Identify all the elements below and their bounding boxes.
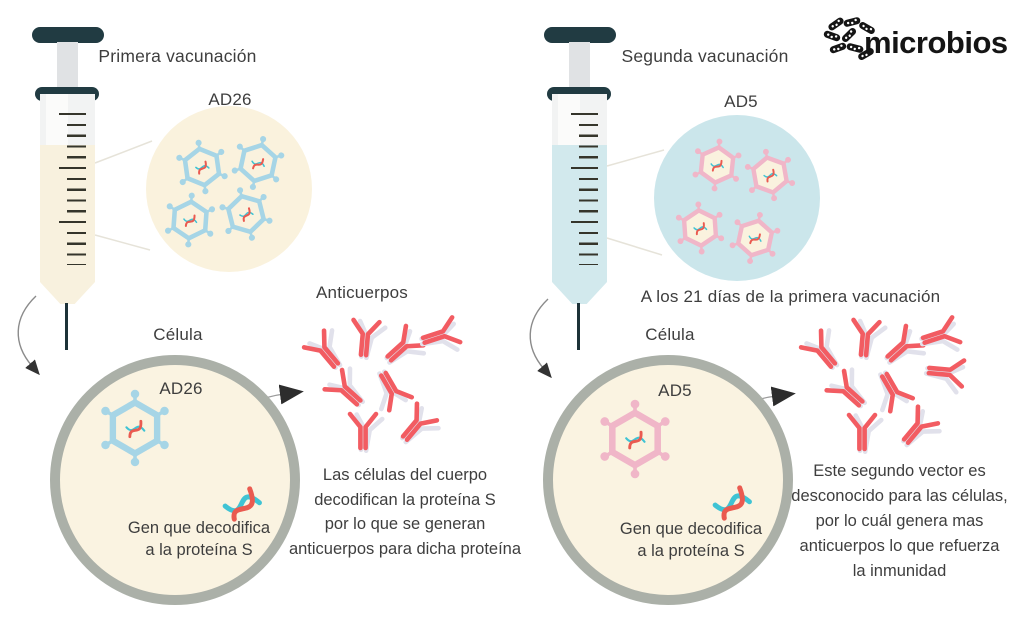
timing-note: A los 21 días de la primera vacunación bbox=[640, 287, 941, 306]
syringe-plunger-handle bbox=[32, 27, 104, 43]
description-right: Este segundo vector es desconocido para … bbox=[791, 462, 1008, 580]
cell-right: AD5 Gen que decodifica a la proteína S bbox=[543, 355, 793, 605]
microbios-logo: microbios bbox=[820, 12, 1024, 68]
barrel-ticks-long bbox=[571, 113, 598, 265]
ad5-cell-label: AD5 bbox=[658, 381, 692, 400]
antibodies-label: Anticuerpos bbox=[316, 283, 408, 302]
adenovirus-ad5-icon bbox=[595, 399, 675, 479]
syringe-plunger-rod bbox=[57, 42, 78, 90]
gene-caption-left: Gen que decodifica a la proteína S bbox=[127, 519, 271, 559]
second-vaccination-title: Segunda vacunación bbox=[621, 46, 789, 66]
antibody-y-icon bbox=[922, 348, 970, 396]
syringe-nozzle bbox=[552, 282, 607, 304]
syringe-left-icon bbox=[30, 25, 110, 355]
syringe-needle bbox=[65, 303, 69, 350]
adenovirus-ad26-icon bbox=[96, 389, 174, 467]
adenovirus-ad5-icon bbox=[723, 206, 787, 270]
description-left: Las células del cuerpo decodifican la pr… bbox=[288, 466, 522, 558]
adenovirus-ad26-icon bbox=[170, 135, 233, 198]
gene-caption-right: Gen que decodifica a la proteína S bbox=[619, 520, 763, 560]
adenovirus-ad5-icon bbox=[671, 199, 729, 257]
first-vaccination-title: Primera vacunación bbox=[98, 46, 257, 66]
adenovirus-ad26-icon bbox=[160, 190, 220, 250]
syringe-needle bbox=[577, 303, 581, 350]
vial-zoom-circle-left bbox=[146, 106, 312, 272]
brand-name: microbios bbox=[864, 25, 1008, 60]
adenovirus-ad5-icon bbox=[739, 144, 802, 207]
ad5-vial-label: AD5 bbox=[724, 92, 758, 111]
syringe-barrel bbox=[552, 94, 607, 282]
vial-zoom-circle-right bbox=[654, 115, 820, 281]
syringe-nozzle bbox=[40, 282, 95, 304]
antibody-y-icon bbox=[840, 410, 884, 454]
cell-left: AD26 Gen que decodifica a la proteína S bbox=[50, 355, 300, 605]
antibody-y-icon bbox=[341, 409, 385, 453]
syringe-plunger-rod bbox=[569, 42, 590, 90]
syringe-right-icon bbox=[542, 25, 622, 355]
syringe-plunger-handle bbox=[544, 27, 616, 43]
syringe-barrel bbox=[40, 94, 95, 282]
ad26-vial-label: AD26 bbox=[208, 90, 252, 109]
ad26-cell-label: AD26 bbox=[159, 379, 203, 398]
cell-label-right: Célula bbox=[645, 325, 695, 344]
adenovirus-ad5-icon bbox=[687, 135, 746, 194]
barrel-ticks-long bbox=[59, 113, 86, 265]
cell-label-left: Célula bbox=[153, 325, 203, 344]
